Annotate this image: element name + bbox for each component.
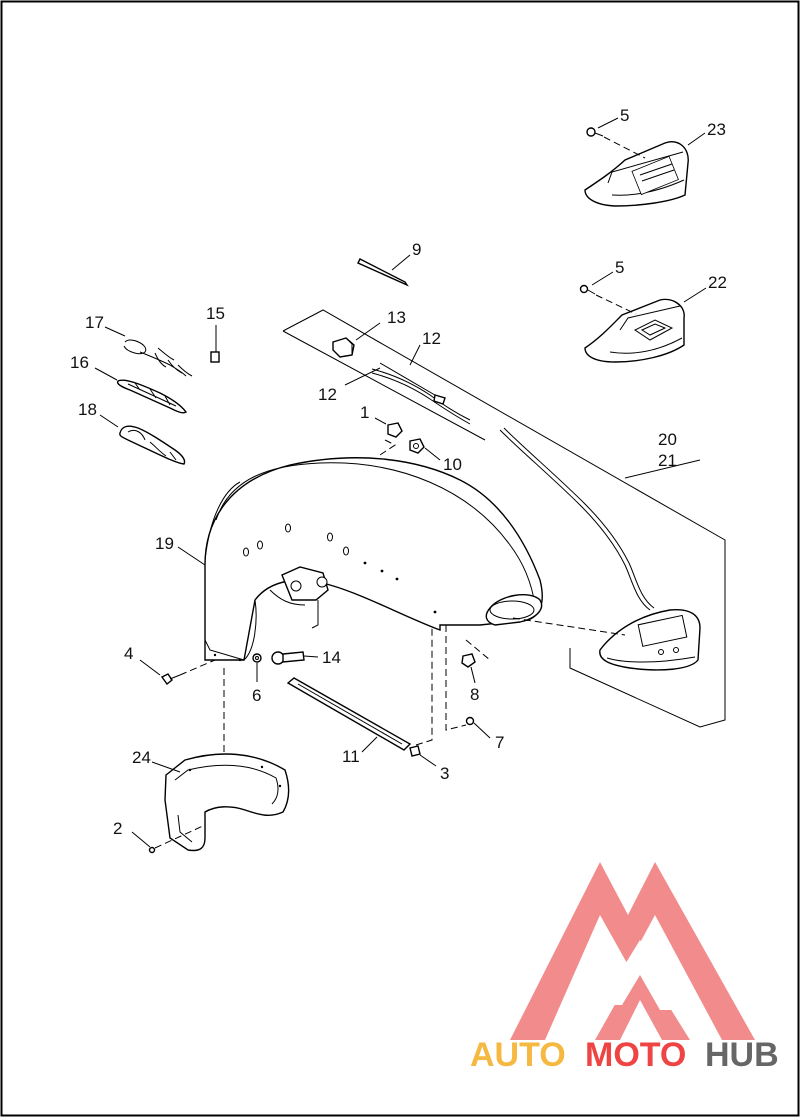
tail-lamp-wire-a <box>499 429 651 611</box>
callout-15: 15 <box>206 304 225 323</box>
connector-13 <box>332 337 355 358</box>
clip-15 <box>210 351 220 363</box>
tail-lamp-dashline <box>512 617 626 636</box>
watermark-text: AUTO MOTO HUB <box>470 1036 779 1074</box>
nut-10 <box>409 438 425 454</box>
assembly-box-edge <box>282 330 486 441</box>
callout-13: 13 <box>387 308 406 327</box>
screw-7 <box>465 716 475 726</box>
callout-10: 10 <box>443 455 462 474</box>
callout-18: 18 <box>78 400 97 419</box>
screw-4-dashline <box>179 659 216 676</box>
screw-2 <box>148 846 156 854</box>
callout-8: 8 <box>470 685 479 704</box>
emblem-17 <box>123 339 193 377</box>
tail-lamp-20-21 <box>599 608 701 671</box>
callout-14: 14 <box>322 648 341 667</box>
callout-21: 21 <box>658 451 677 470</box>
screw-2-dashline <box>154 824 206 849</box>
watermark-auto: AUTO <box>470 1036 566 1074</box>
screw-5-top <box>586 127 646 159</box>
callout-9: 9 <box>412 240 421 259</box>
emblem-16 <box>116 379 188 414</box>
callout-12-upper: 12 <box>422 329 441 348</box>
callout-12-lower: 12 <box>318 385 337 404</box>
wire-harness-12 <box>371 362 471 425</box>
callout-labels: 5 23 9 5 22 15 13 17 12 16 12 18 1 20 21… <box>70 106 727 838</box>
callout-2: 2 <box>113 819 122 838</box>
callout-5-lower: 5 <box>615 258 624 277</box>
nut-8-dashline <box>465 639 491 661</box>
screw-3-dashline <box>415 628 433 746</box>
callout-23: 23 <box>707 120 726 139</box>
callout-24: 24 <box>132 748 151 767</box>
callout-19: 19 <box>155 534 174 553</box>
leader-lines <box>94 117 707 848</box>
callout-6: 6 <box>252 686 261 705</box>
watermark-logo <box>510 862 755 1040</box>
assembly-box-outline <box>282 309 726 728</box>
callout-16: 16 <box>70 353 89 372</box>
watermark-hub: HUB <box>705 1036 779 1074</box>
cable-tie-9 <box>357 258 409 287</box>
tail-lamp-wire-b <box>503 427 655 609</box>
nut-8 <box>461 653 476 668</box>
callout-11: 11 <box>342 747 360 766</box>
bracket-24 <box>164 753 290 852</box>
callout-4: 4 <box>124 644 133 663</box>
screw-3 <box>409 745 421 757</box>
watermark-moto: MOTO <box>585 1036 686 1074</box>
screw-5-lower <box>579 284 637 315</box>
screw-7-dashline <box>445 625 467 731</box>
callout-17: 17 <box>85 313 104 332</box>
bolt-14 <box>271 651 305 665</box>
seat-cover-22 <box>584 298 685 363</box>
callout-3: 3 <box>440 764 449 783</box>
seat-cover-23 <box>584 141 689 207</box>
emblem-18 <box>119 425 186 465</box>
callout-7: 7 <box>495 733 504 752</box>
nut-dashline <box>379 439 396 456</box>
washer-6 <box>252 653 262 663</box>
nut-1 <box>387 422 403 438</box>
callout-1: 1 <box>360 403 369 422</box>
callout-20: 20 <box>658 430 677 449</box>
screw-4 <box>160 673 181 686</box>
callout-22: 22 <box>708 273 727 292</box>
fender-19 <box>204 457 543 662</box>
strut-cover-line <box>297 683 403 745</box>
callout-5-top: 5 <box>620 106 629 125</box>
